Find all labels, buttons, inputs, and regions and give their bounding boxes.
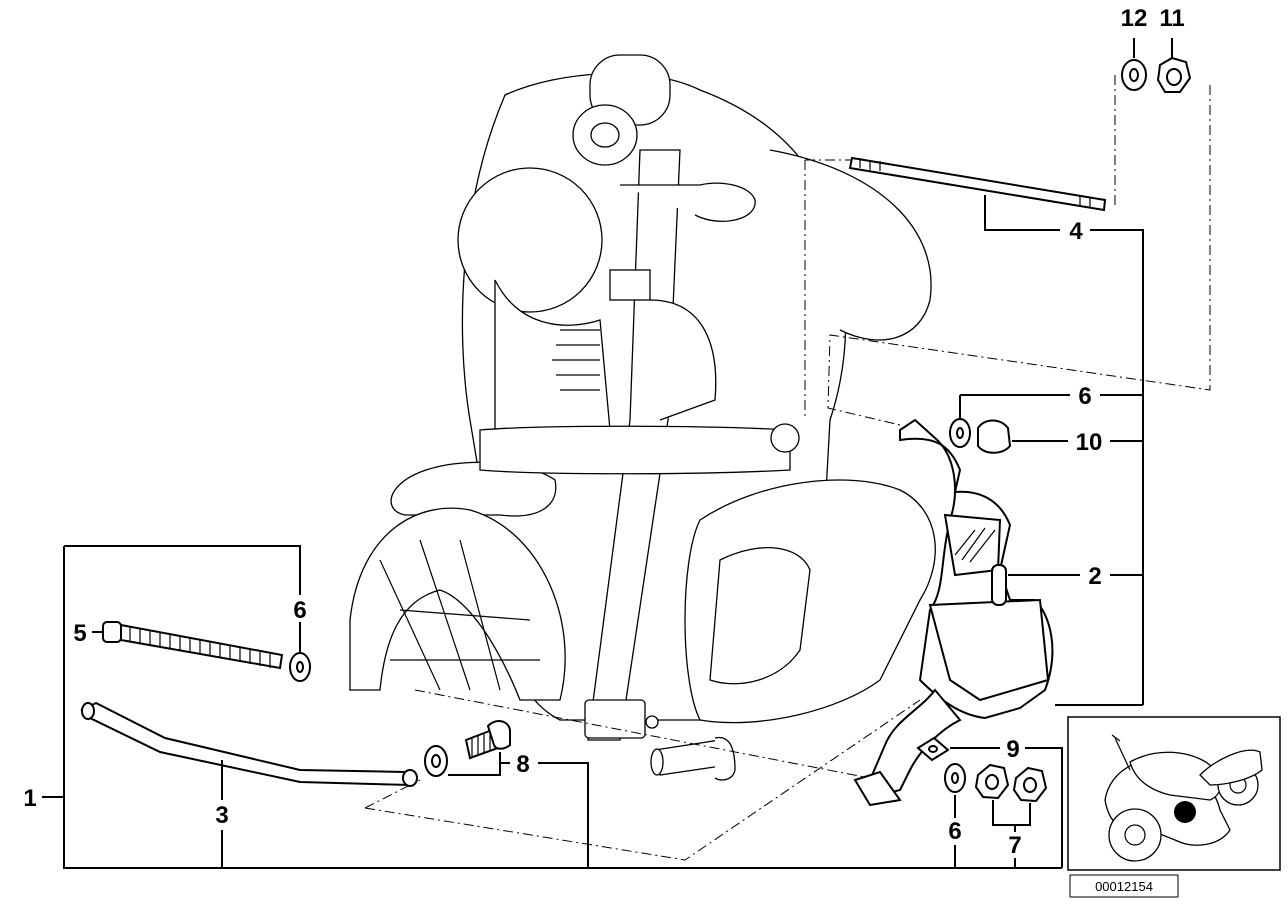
callout-11: 11 (1159, 5, 1184, 32)
part-6-washer-lower (944, 763, 966, 793)
part-11-nut-top (1156, 56, 1192, 93)
callout-6-lower: 6 (948, 818, 961, 845)
callout-1: 1 (23, 785, 36, 812)
part-3-crash-bar-left (80, 701, 418, 787)
part-6-washer-left (289, 652, 311, 682)
part-9-square-plate (916, 736, 950, 762)
motorcycle-outline (349, 54, 936, 781)
callout-3: 3 (215, 802, 228, 829)
part-7-nut-a (974, 763, 1010, 800)
part-5-long-bolt (102, 621, 284, 670)
alignment-lines (364, 75, 1211, 861)
part-2-crash-bar-right (853, 418, 1054, 807)
callout-6-left: 6 (293, 597, 306, 624)
part-7-nut-b (1012, 766, 1048, 803)
callout-9: 9 (1006, 736, 1019, 763)
part-12-washer-top (1121, 59, 1147, 91)
part-10-cap-nut (977, 419, 1012, 454)
part-8-bolt (464, 720, 511, 760)
callout-7: 7 (1008, 832, 1021, 859)
reference-label: 00012154 (1069, 874, 1179, 898)
callouts: 12 11 4 6 10 2 6 5 1 3 8 9 6 7 (23, 5, 1184, 859)
part-6-washer-right (949, 418, 971, 448)
callout-5: 5 (73, 620, 86, 647)
callout-8: 8 (516, 751, 529, 778)
callout-10: 10 (1076, 429, 1103, 456)
part-4-threaded-rod (848, 156, 1107, 212)
callout-12: 12 (1121, 5, 1148, 32)
callout-6-upper: 6 (1078, 383, 1091, 410)
reference-number: 00012154 (1095, 879, 1153, 894)
inset-thumbnail (1067, 716, 1281, 871)
callout-4: 4 (1069, 218, 1083, 245)
callout-2: 2 (1088, 563, 1101, 590)
part-8-washer (424, 745, 448, 777)
leader-lines (42, 38, 1173, 869)
